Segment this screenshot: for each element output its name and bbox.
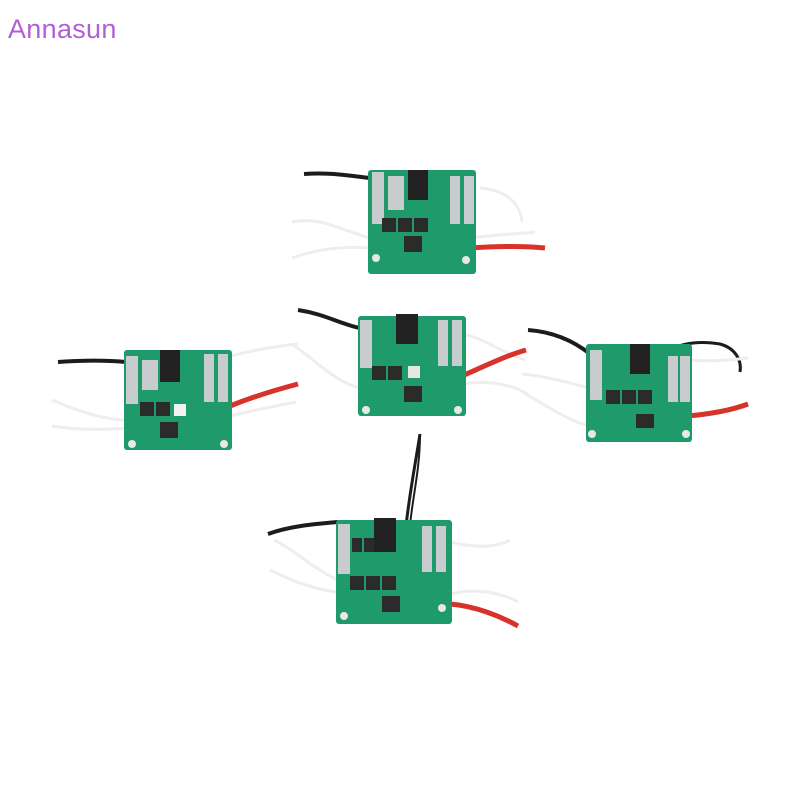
bms-module-right [520, 320, 750, 450]
pcb-board-icon [291, 170, 546, 274]
bms-module-left [50, 330, 300, 460]
pcb-board-icon [51, 342, 299, 450]
pcb-board-icon [521, 328, 749, 442]
pcb-board-icon [267, 433, 520, 629]
bms-module-bottom [260, 430, 540, 630]
bms-module-top [290, 160, 550, 280]
bms-module-middle [290, 300, 530, 420]
brand-watermark: Annasun [8, 14, 117, 44]
pcb-board-icon [291, 308, 529, 416]
